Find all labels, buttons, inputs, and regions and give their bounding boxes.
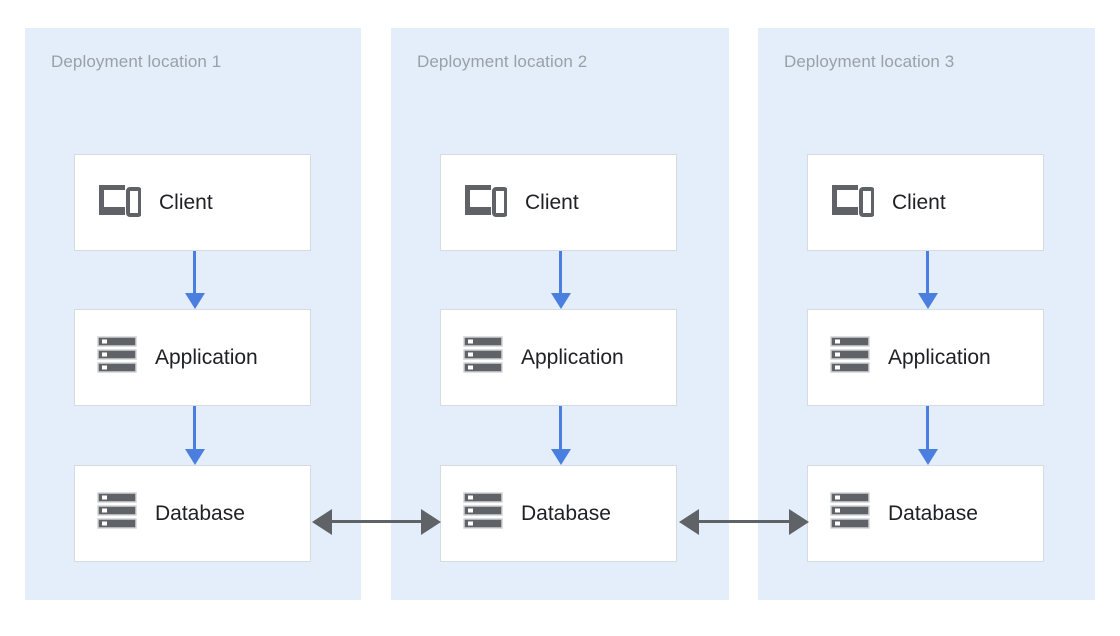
arrowhead-left-icon xyxy=(312,509,332,535)
node-database-3[interactable]: Database xyxy=(807,465,1044,562)
arrowhead-down-icon xyxy=(184,449,205,465)
node-label: Client xyxy=(159,190,213,214)
node-database-1[interactable]: Database xyxy=(74,465,311,562)
node-label: Database xyxy=(155,501,245,525)
node-label: Application xyxy=(155,345,258,369)
arrowhead-down-icon xyxy=(917,293,938,309)
panel-title-1: Deployment location 1 xyxy=(51,52,222,71)
node-label: Database xyxy=(521,501,611,525)
connector-database-1-to-database-2 xyxy=(312,509,441,535)
connector-stem xyxy=(559,251,562,293)
node-application-2[interactable]: Application xyxy=(440,309,677,406)
connector-stem xyxy=(559,406,562,449)
arrowhead-down-icon xyxy=(550,293,571,309)
node-database-2[interactable]: Database xyxy=(440,465,677,562)
connector-stem xyxy=(193,406,196,449)
connector-client-to-application-1 xyxy=(184,251,205,309)
deployment-location-panel-3: Deployment location 3 Client xyxy=(758,28,1095,600)
devices-icon xyxy=(463,183,508,222)
connector-stem xyxy=(926,406,929,449)
devices-icon xyxy=(97,183,142,222)
node-application-3[interactable]: Application xyxy=(807,309,1044,406)
node-label: Application xyxy=(888,345,991,369)
server-icon xyxy=(463,335,503,380)
connector-bar xyxy=(329,520,424,523)
server-icon xyxy=(97,491,137,536)
connector-client-to-application-3 xyxy=(917,251,938,309)
panel-title-2: Deployment location 2 xyxy=(417,52,588,71)
connector-application-to-database-2 xyxy=(550,406,571,465)
node-label: Application xyxy=(521,345,624,369)
panel-title-3: Deployment location 3 xyxy=(784,52,955,71)
server-icon xyxy=(97,335,137,380)
connector-bar xyxy=(696,520,792,523)
server-icon xyxy=(830,491,870,536)
connector-client-to-application-2 xyxy=(550,251,571,309)
server-icon xyxy=(463,491,503,536)
connector-application-to-database-1 xyxy=(184,406,205,465)
connector-application-to-database-3 xyxy=(917,406,938,465)
node-label: Database xyxy=(888,501,978,525)
connector-database-2-to-database-3 xyxy=(679,509,809,535)
arrowhead-right-icon xyxy=(789,509,809,535)
connector-stem xyxy=(926,251,929,293)
arrowhead-right-icon xyxy=(421,509,441,535)
node-label: Client xyxy=(892,190,946,214)
arrowhead-down-icon xyxy=(917,449,938,465)
deployment-location-panel-2: Deployment location 2 Client xyxy=(391,28,729,600)
arrowhead-down-icon xyxy=(550,449,571,465)
connector-stem xyxy=(193,251,196,293)
node-application-1[interactable]: Application xyxy=(74,309,311,406)
arrowhead-left-icon xyxy=(679,509,699,535)
node-client-1[interactable]: Client xyxy=(74,154,311,251)
server-icon xyxy=(830,335,870,380)
deployment-location-panel-1: Deployment location 1 Client xyxy=(25,28,361,600)
node-label: Client xyxy=(525,190,579,214)
arrowhead-down-icon xyxy=(184,293,205,309)
node-client-2[interactable]: Client xyxy=(440,154,677,251)
devices-icon xyxy=(830,183,875,222)
node-client-3[interactable]: Client xyxy=(807,154,1044,251)
